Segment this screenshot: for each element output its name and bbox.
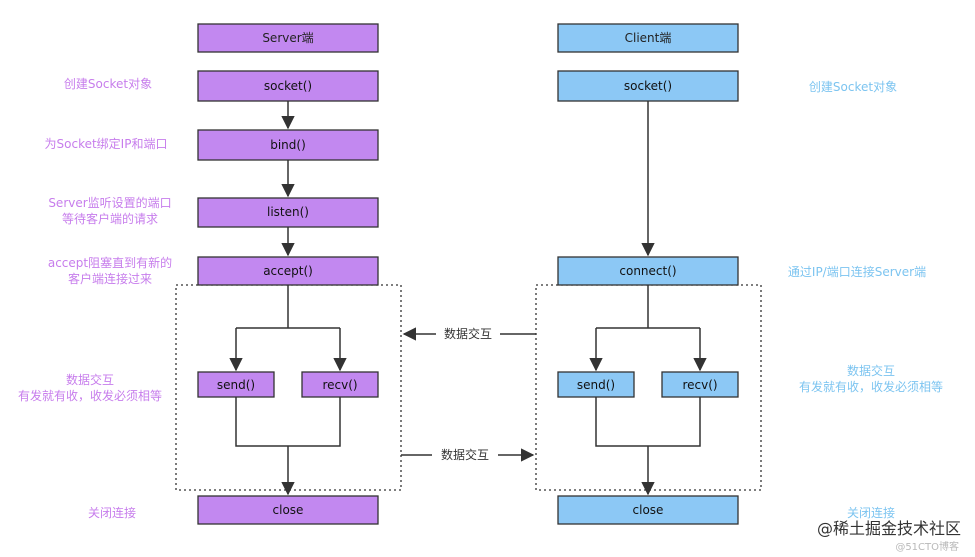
note-accept-line2: 客户端连接过来: [67, 272, 152, 286]
client-send-box: send(): [557, 371, 635, 398]
client-recv-box: recv(): [661, 371, 739, 398]
server-send-label: send(): [217, 378, 255, 392]
exchange-label-bottom: 数据交互: [441, 447, 489, 462]
server-listen-box: listen(): [197, 197, 379, 228]
server-merge-lines: [235, 397, 341, 490]
client-recv-label: recv(): [682, 378, 717, 392]
note-close-left: 关闭连接: [87, 506, 136, 520]
watermark: @稀土掘金技术社区: [816, 519, 961, 538]
note-close-right: 关闭连接: [846, 506, 895, 520]
client-send-label: send(): [577, 378, 615, 392]
note-listen-line1: Server监听设置的端口: [48, 196, 172, 210]
server-socket-box: socket(): [197, 70, 379, 102]
server-socket-label: socket(): [264, 79, 312, 93]
note-data-exchange-right-line2: 有发就有收，收发必须相等: [798, 380, 943, 394]
server-bind-label: bind(): [270, 138, 306, 152]
server-split-lines: [236, 285, 340, 329]
note-data-exchange-left-line2: 有发就有收，收发必须相等: [17, 389, 162, 403]
client-close-box: close: [557, 495, 739, 525]
server-accept-label: accept(): [263, 264, 313, 278]
note-create-socket-left: 创建Socket对象: [63, 77, 153, 91]
client-connect-box: connect(): [557, 256, 739, 286]
client-merge-lines: [595, 397, 701, 490]
server-accept-box: accept(): [197, 256, 379, 286]
exchange-label-top: 数据交互: [444, 326, 492, 341]
server-recv-label: recv(): [322, 378, 357, 392]
server-header-label: Server端: [262, 31, 313, 45]
client-header-box: Client端: [557, 23, 739, 53]
note-connect: 通过IP/端口连接Server端: [787, 265, 927, 279]
server-bind-box: bind(): [197, 129, 379, 161]
client-close-label: close: [633, 503, 664, 517]
client-socket-label: socket(): [624, 79, 672, 93]
server-send-box: send(): [197, 371, 275, 398]
server-close-box: close: [197, 495, 379, 525]
note-bind-ip: 为Socket绑定IP和端口: [44, 137, 168, 151]
client-split-lines: [596, 285, 700, 329]
note-accept-line1: accept阻塞直到有新的: [47, 256, 173, 270]
watermark-sub: @51CTO博客: [895, 542, 959, 553]
client-connect-label: connect(): [619, 264, 676, 278]
server-header-box: Server端: [197, 23, 379, 53]
server-close-label: close: [273, 503, 304, 517]
note-data-exchange-right-line1: 数据交互: [846, 364, 895, 378]
server-recv-box: recv(): [301, 371, 379, 398]
server-listen-label: listen(): [267, 205, 309, 219]
note-create-socket-right: 创建Socket对象: [808, 80, 898, 94]
client-socket-box: socket(): [557, 70, 739, 102]
note-data-exchange-left-line1: 数据交互: [65, 373, 114, 387]
client-header-label: Client端: [625, 31, 672, 45]
note-listen-line2: 等待客户端的请求: [61, 212, 158, 226]
